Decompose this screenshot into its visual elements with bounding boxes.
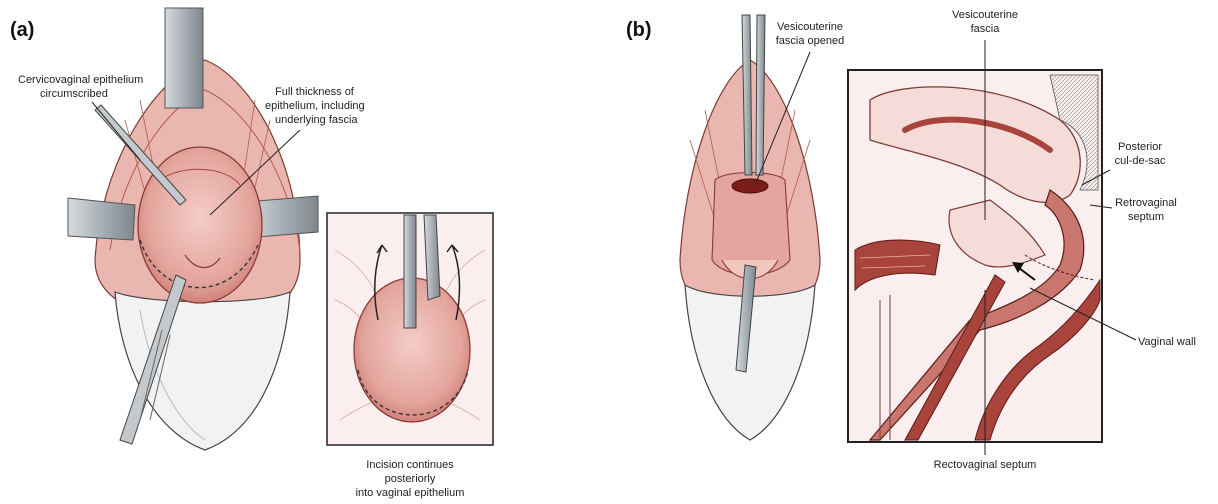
annotation-incision: Incision continues posteriorly into vagi… (356, 459, 465, 499)
annotation-text: epithelium, including (265, 100, 365, 112)
annotation-text: circumscribed (40, 88, 108, 100)
annotation-text: Incision continues (366, 459, 454, 471)
panel-a: (a) Cer (10, 8, 493, 499)
sagittal-section-illustration (848, 70, 1102, 442)
panel-b: (b) Vesicouterine fascia opened (626, 9, 1196, 471)
annotation-text: Vesicouterine (952, 9, 1018, 21)
annotation-text: fascia opened (776, 35, 845, 47)
annotation-retrovaginal-septum: Retrovaginal septum (1090, 197, 1177, 223)
annotation-text: cul-de-sac (1115, 155, 1166, 167)
panel-label-a: (a) (10, 19, 34, 41)
annotation-text: Vesicouterine (777, 21, 843, 33)
annotation-text: Posterior (1118, 141, 1162, 153)
inset-incision-illustration (327, 213, 493, 445)
annotation-text: Rectovaginal septum (934, 459, 1037, 471)
annotation-text: Full thickness of (275, 86, 355, 98)
annotation-text: posteriorly (385, 473, 436, 485)
annotation-text: into vaginal epithelium (356, 487, 465, 499)
annotation-text: fascia (971, 23, 1001, 35)
annotation-text: Retrovaginal (1115, 197, 1177, 209)
annotation-text: Cervicovaginal epithelium (18, 74, 143, 86)
panel-label-b: (b) (626, 19, 652, 41)
annotation-text: Vaginal wall (1138, 336, 1196, 348)
annotation-text: septum (1128, 211, 1164, 223)
annotation-text: underlying fascia (275, 114, 358, 126)
